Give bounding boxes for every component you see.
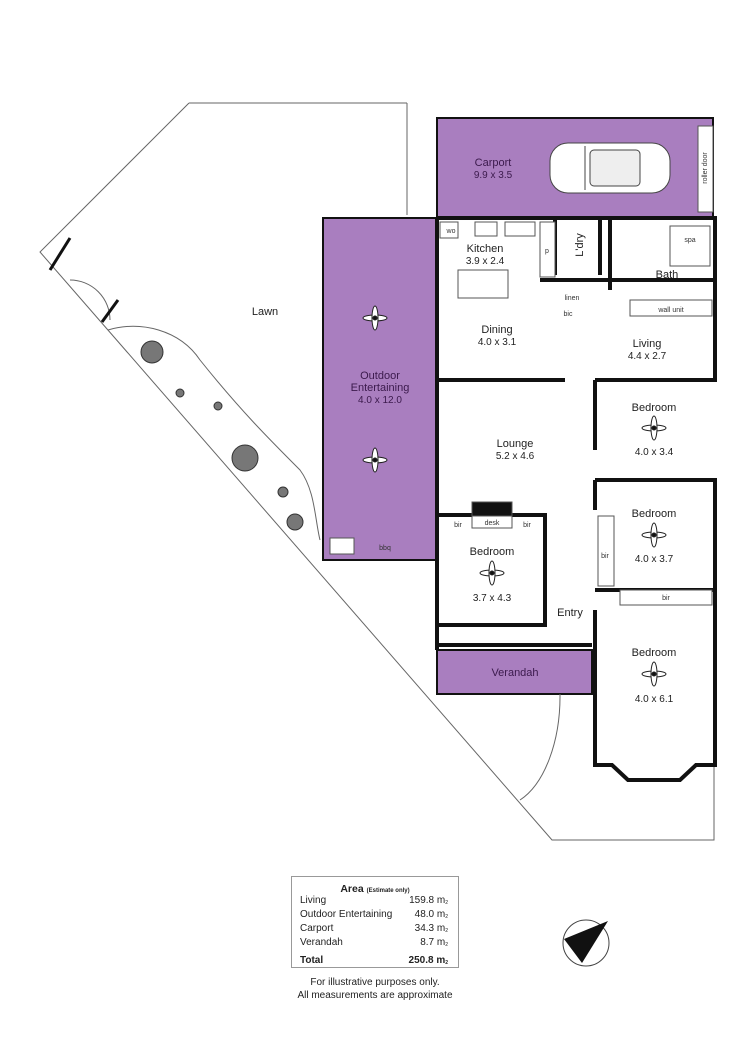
cooktop	[474, 221, 498, 237]
lounge-label: Lounge	[497, 438, 534, 450]
fan-icon	[641, 415, 667, 441]
fireplace	[471, 501, 513, 517]
pantry-label: p	[545, 248, 549, 255]
kitchen-dims: 3.9 x 2.4	[466, 256, 505, 267]
path-arc	[519, 693, 561, 801]
entry-label: Entry	[557, 607, 583, 619]
spa-label: spa	[684, 237, 695, 244]
shrub	[175, 388, 185, 398]
outdoor-dims: 4.0 x 12.0	[358, 395, 402, 406]
verandah-label: Verandah	[491, 667, 538, 679]
bir-label: bir	[601, 553, 609, 560]
roller-door	[697, 125, 714, 213]
lounge-dims: 5.2 x 4.6	[496, 451, 535, 462]
lawn-label: Lawn	[252, 306, 278, 318]
linen-label: linen	[565, 295, 580, 302]
shrub	[231, 444, 259, 472]
desk	[471, 515, 513, 529]
bir-label: bir	[454, 522, 462, 529]
bedroom3-dims: 3.7 x 4.3	[473, 593, 512, 604]
bir-bed2	[597, 515, 615, 587]
bir-label: bir	[662, 595, 670, 602]
bedroom3-label: Bedroom	[470, 546, 515, 558]
fan-icon	[641, 661, 667, 687]
disclaimer-line: All measurements are approximate	[297, 990, 453, 1001]
wall-unit-label: wall unit	[657, 307, 683, 314]
bic-label: bic	[564, 311, 573, 318]
bedroom1-dims: 4.0 x 3.4	[635, 447, 674, 458]
bedroom4-dims: 4.0 x 6.1	[635, 694, 674, 705]
car-icon	[549, 142, 671, 194]
desk-label: desk	[485, 520, 500, 527]
dining-label: Dining	[481, 324, 512, 336]
roller-door-label: roller door	[702, 152, 709, 184]
fan-icon	[362, 305, 388, 331]
wall-unit	[629, 299, 713, 317]
shrub	[286, 513, 304, 531]
living-label: Living	[633, 338, 662, 350]
spa	[669, 225, 711, 267]
shrub	[213, 401, 223, 411]
carport-label: Carport	[475, 157, 512, 169]
garden-bed	[48, 237, 321, 541]
disclaimer-line: For illustrative purposes only.	[310, 977, 440, 988]
outdoor-entertaining-area	[322, 217, 437, 561]
fan-icon	[479, 560, 505, 586]
kitchen-label: Kitchen	[467, 243, 504, 255]
sink	[504, 221, 536, 237]
shrub	[277, 486, 289, 498]
verandah-area	[436, 649, 593, 695]
wall-oven	[439, 221, 459, 239]
shrub	[140, 340, 164, 364]
carport-dims: 9.9 x 3.5	[474, 170, 513, 181]
bir-bed4	[619, 589, 713, 606]
kitchen-island	[457, 269, 509, 299]
fan-icon	[362, 447, 388, 473]
dining-dims: 4.0 x 3.1	[478, 337, 517, 348]
bedroom4-label: Bedroom	[632, 647, 677, 659]
pantry	[539, 221, 556, 278]
disclaimer: For illustrative purposes only. All meas…	[290, 976, 460, 1002]
bedroom2-label: Bedroom	[632, 508, 677, 520]
bbq-label: bbq	[379, 545, 391, 552]
fixtures	[329, 221, 713, 606]
north-arrow-icon	[562, 919, 610, 967]
outdoor-label: Outdoor	[360, 370, 400, 382]
area-title: Area (Estimate only)	[340, 883, 410, 895]
tv	[329, 537, 355, 555]
living-dims: 4.4 x 2.7	[628, 351, 667, 362]
laundry-label: L'dry	[574, 233, 586, 257]
bath-label: Bath	[656, 269, 679, 281]
fan-icon	[641, 522, 667, 548]
wo-label: wo	[446, 228, 456, 235]
outdoor-label2: Entertaining	[351, 382, 410, 394]
ceiling-fans	[362, 305, 667, 687]
bedroom1-label: Bedroom	[632, 402, 677, 414]
shrubs	[140, 340, 304, 531]
bir-label: bir	[523, 522, 531, 529]
bedroom2-dims: 4.0 x 3.7	[635, 554, 674, 565]
